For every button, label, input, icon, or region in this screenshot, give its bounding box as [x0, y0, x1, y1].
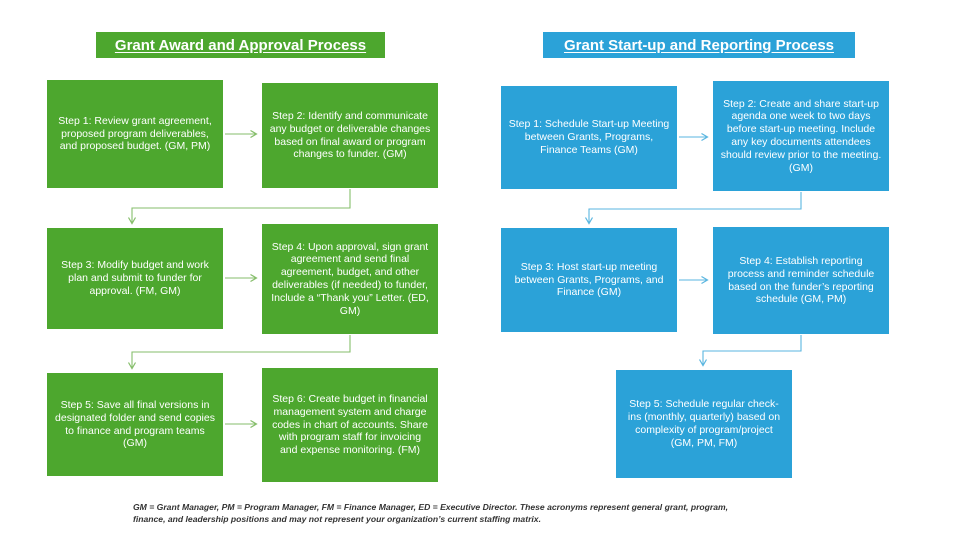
award-step-1-text: Step 1: Review grant agreement, proposed… [58, 114, 212, 153]
startup-step-1-text: Step 1: Schedule Start-up Meeting betwee… [508, 118, 670, 156]
award-step-6-box: Step 6: Create budget in financial manag… [262, 368, 438, 482]
award-step-5-box: Step 5: Save all final versions in desig… [47, 373, 223, 476]
startup-step-5-text: Step 5: Schedule regular check-ins (mont… [627, 398, 781, 449]
award-step-4-box: Step 4: Upon approval, sign grant agreem… [262, 224, 438, 334]
left-flow-title: Grant Award and Approval Process [96, 32, 385, 58]
award-step-3-box: Step 3: Modify budget and work plan and … [47, 228, 223, 329]
startup-step-2-box: Step 2: Create and share start-up agenda… [713, 81, 889, 191]
acronym-footnote-line2: finance, and leadership positions and ma… [133, 514, 541, 525]
startup-step-2-text: Step 2: Create and share start-up agenda… [720, 97, 882, 174]
right-flow-title-text: Grant Start-up and Reporting Process [563, 36, 835, 54]
acronym-footnote: GM = Grant Manager, PM = Program Manager… [133, 501, 813, 526]
startup-step-5-box: Step 5: Schedule regular check-ins (mont… [616, 370, 792, 478]
startup-step-3-text: Step 3: Host start-up meeting between Gr… [514, 260, 664, 299]
startup-step-1-box: Step 1: Schedule Start-up Meeting betwee… [501, 86, 677, 189]
award-step-2-text: Step 2: Identify and communicate any bud… [269, 109, 431, 161]
connector-award-step2-step3 [127, 189, 351, 225]
award-step-6-text: Step 6: Create budget in financial manag… [272, 393, 428, 457]
startup-step-4-text: Step 4: Establish reporting process and … [727, 254, 875, 306]
connector-startup-step4-step5 [698, 335, 802, 367]
right-flow-title: Grant Start-up and Reporting Process [543, 32, 855, 58]
acronym-footnote-line1: GM = Grant Manager, PM = Program Manager… [133, 502, 729, 512]
startup-step-4-box: Step 4: Establish reporting process and … [713, 227, 889, 334]
award-step-1-box: Step 1: Review grant agreement, proposed… [47, 80, 223, 188]
left-flow-title-text: Grant Award and Approval Process [114, 36, 367, 54]
award-step-2-box: Step 2: Identify and communicate any bud… [262, 83, 438, 188]
startup-step-3-box: Step 3: Host start-up meeting between Gr… [501, 228, 677, 332]
award-step-3-text: Step 3: Modify budget and work plan and … [61, 259, 209, 297]
connector-award-step4-step5 [127, 335, 351, 370]
award-step-4-text: Step 4: Upon approval, sign grant agreem… [271, 240, 429, 317]
award-step-5-text: Step 5: Save all final versions in desig… [55, 398, 215, 450]
connector-startup-step2-step3 [584, 192, 802, 225]
